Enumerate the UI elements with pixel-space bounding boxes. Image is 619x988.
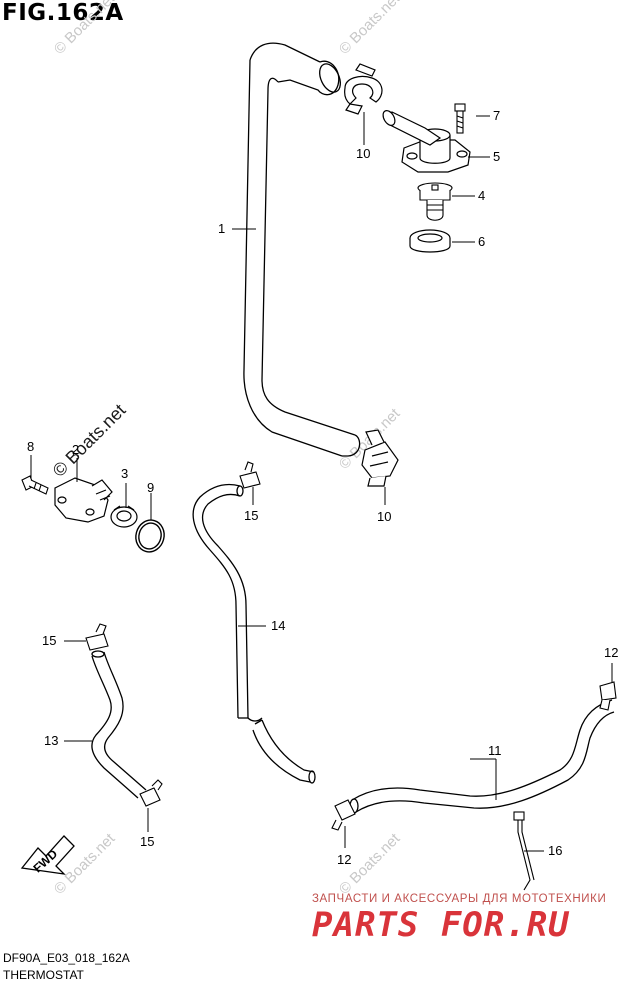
- thermostat-cover-part-5: [382, 110, 471, 173]
- clamp-part-12-b: [599, 681, 617, 711]
- brand-subtitle: ЗАПЧАСТИ И АКСЕССУАРЫ ДЛЯ МОТОТЕХНИКИ: [312, 893, 607, 905]
- hose-part-13: [91, 650, 147, 799]
- callout-5: 5: [493, 149, 500, 164]
- bolt-part-8: [21, 475, 49, 495]
- callout-14: 14: [271, 618, 285, 633]
- leader-lines: [30, 112, 613, 852]
- o-ring-part-9: [135, 519, 165, 553]
- clamp-part-10-lower: [361, 429, 399, 487]
- clamp-part-12-a: [331, 799, 356, 831]
- brand-logo: PARTS FOR.RU: [312, 905, 570, 945]
- callout-16: 16: [548, 843, 562, 858]
- callout-4: 4: [478, 188, 485, 203]
- figure-name: THERMOSTAT: [3, 968, 84, 982]
- cable-tie-part-16: [513, 811, 535, 891]
- callout-9: 9: [147, 480, 154, 495]
- callout-6: 6: [478, 234, 485, 249]
- clamp-part-15-a: [239, 461, 261, 489]
- callout-3: 3: [121, 466, 128, 481]
- callout-8: 8: [27, 439, 34, 454]
- callout-10-lower: 10: [377, 509, 391, 524]
- callout-12-lower: 12: [337, 852, 351, 867]
- clamp-part-10-upper: [344, 63, 383, 115]
- callout-2: 2: [72, 442, 79, 457]
- watermark: © Boats.net: [51, 0, 119, 58]
- thermostat-part-4: [417, 182, 453, 221]
- watermark: © Boats.net: [336, 0, 404, 58]
- watermark-group: © Boats.net © Boats.net © Boats.net © Bo…: [49, 0, 404, 898]
- clamp-part-15-b: [85, 623, 109, 651]
- figure-title: FIG.162A: [2, 0, 124, 26]
- callout-15-hose13-top: 15: [42, 633, 56, 648]
- callout-13: 13: [44, 733, 58, 748]
- fwd-arrow: FWD: [20, 835, 75, 875]
- bolt-part-7: [454, 103, 466, 134]
- callout-11: 11: [488, 743, 502, 758]
- valve-part-3: [110, 505, 138, 528]
- watermark-dark: © Boats.net: [49, 400, 130, 481]
- diagram-code: DF90A_E03_018_162A: [3, 951, 130, 965]
- valve-housing-part-2: [54, 477, 113, 523]
- callout-15-hose13-bottom: 15: [140, 834, 154, 849]
- callout-1: 1: [218, 221, 225, 236]
- callout-15-hose14: 15: [244, 508, 258, 523]
- clamp-part-15-c: [139, 779, 163, 807]
- callout-10-upper: 10: [356, 146, 370, 161]
- hose-part-14: [192, 483, 316, 784]
- callouts: 1 2 3 4 5 6 7 8 9 10 10 11 12 12 13 14 1…: [27, 108, 618, 867]
- seal-part-6: [409, 229, 451, 253]
- callout-7: 7: [493, 108, 500, 123]
- hose-part-11: [349, 699, 615, 814]
- callout-12-right: 12: [604, 645, 618, 660]
- hose-part-1: [243, 42, 361, 457]
